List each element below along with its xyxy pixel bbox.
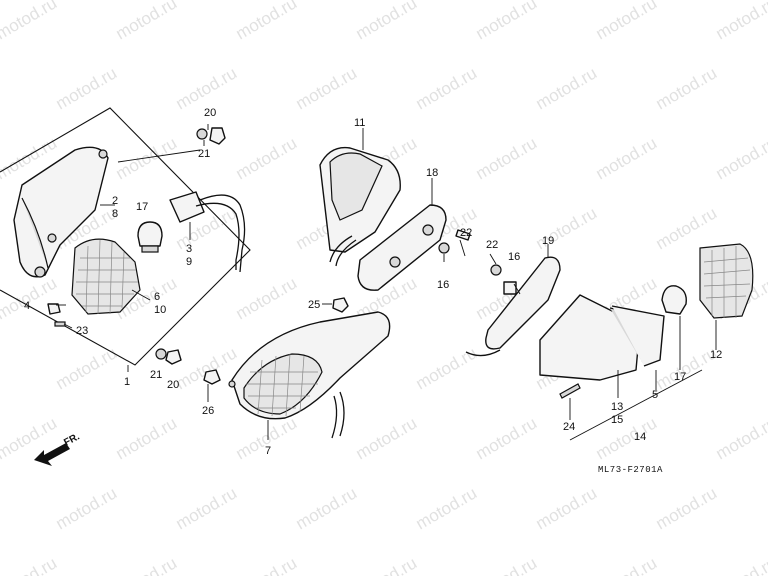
- front-left-signal-housing: [13, 146, 109, 278]
- rear-left-fasteners: [438, 229, 517, 295]
- watermark-text-83: motod.ru: [173, 483, 241, 533]
- watermark-text-30: motod.ru: [293, 63, 361, 113]
- callout-4: 4: [24, 300, 30, 312]
- watermark-text-96: motod.ru: [593, 553, 661, 576]
- watermark-text-32: motod.ru: [533, 63, 601, 113]
- watermark-text-77: motod.ru: [473, 413, 541, 463]
- callout-24: 24: [563, 421, 575, 433]
- callout-20b: 20: [167, 379, 179, 391]
- watermark-text-51: motod.ru: [653, 203, 721, 253]
- watermark-text-33: motod.ru: [653, 63, 721, 113]
- callout-11: 11: [354, 117, 365, 129]
- rear-right-screw-24: [559, 383, 581, 399]
- callout-16b: 16: [508, 251, 520, 263]
- watermark-text-22: motod.ru: [353, 0, 421, 43]
- callout-5: 5: [652, 389, 658, 401]
- assembly-1-frame: [0, 107, 251, 366]
- watermark-text-25: motod.ru: [713, 0, 768, 43]
- watermark-text-39: motod.ru: [233, 133, 301, 183]
- watermark-text-94: motod.ru: [353, 553, 421, 576]
- watermark-text-95: motod.ru: [473, 553, 541, 576]
- callout-18: 18: [426, 167, 438, 179]
- callout-7: 7: [265, 445, 271, 457]
- watermark-text-76: motod.ru: [353, 413, 421, 463]
- watermark-text-29: motod.ru: [173, 63, 241, 113]
- callout-21a: 21: [198, 148, 210, 160]
- callout-22a: 22: [460, 227, 472, 239]
- watermark-text-57: motod.ru: [233, 273, 301, 323]
- watermark-text-42: motod.ru: [593, 133, 661, 183]
- front-arrow-label: FR.: [62, 431, 82, 448]
- rear-right-bulb-17: [661, 285, 687, 315]
- callout-26: 26: [202, 405, 214, 417]
- watermark-text-24: motod.ru: [593, 0, 661, 43]
- callout-14: 14: [634, 431, 646, 443]
- watermark-text-74: motod.ru: [113, 413, 181, 463]
- watermark-text-79: motod.ru: [713, 413, 768, 463]
- watermark-text-82: motod.ru: [53, 483, 121, 533]
- watermark-text-67: motod.ru: [413, 343, 481, 393]
- watermark-text-85: motod.ru: [413, 483, 481, 533]
- callout-21b: 21: [150, 369, 162, 381]
- leader-lines: [56, 124, 717, 441]
- diagram-code: ML73-F2701A: [598, 465, 663, 475]
- callout-23: 23: [76, 325, 88, 337]
- watermark-text-19: motod.ru: [0, 0, 60, 43]
- watermark-text-28: motod.ru: [53, 63, 121, 113]
- watermark-text-21: motod.ru: [233, 0, 301, 43]
- callout-1: 1: [124, 376, 130, 388]
- callout-19: 19: [542, 235, 554, 247]
- left-fasteners: [47, 127, 226, 365]
- nut-26: [203, 369, 221, 385]
- callout-25: 25: [308, 299, 320, 311]
- rear-right-signal-housing: [539, 294, 665, 381]
- watermark-text-91: motod.ru: [0, 553, 60, 576]
- watermark-text-41: motod.ru: [473, 133, 541, 183]
- watermark-text-86: motod.ru: [533, 483, 601, 533]
- callout-12: 12: [710, 349, 722, 361]
- watermark-text-43: motod.ru: [713, 133, 768, 183]
- watermark-text-38: motod.ru: [113, 133, 181, 183]
- watermark-text-20: motod.ru: [113, 0, 181, 43]
- front-left-socket: [169, 191, 246, 273]
- callout-17b: 17: [674, 371, 686, 383]
- callout-22b: 22: [486, 239, 498, 251]
- watermark-text-23: motod.ru: [473, 0, 541, 43]
- callout-16a: 16: [437, 279, 449, 291]
- rear-right-mount-bracket: [465, 256, 561, 357]
- front-left-signal-lens: [71, 238, 141, 315]
- watermark-text-84: motod.ru: [293, 483, 361, 533]
- watermark-text-55: motod.ru: [0, 273, 60, 323]
- watermark-text-78: motod.ru: [593, 413, 661, 463]
- watermark-text-97: motod.ru: [713, 553, 768, 576]
- watermark-text-31: motod.ru: [413, 63, 481, 113]
- watermark-text-93: motod.ru: [233, 553, 301, 576]
- rear-left-mount-bracket: [357, 204, 447, 291]
- callout-17a: 17: [136, 201, 148, 213]
- watermark-text-92: motod.ru: [113, 553, 181, 576]
- front-right-signal-assembly: [228, 311, 391, 439]
- rear-left-signal-housing: [319, 146, 401, 267]
- rear-right-lens-12: [699, 243, 754, 319]
- nut-25: [332, 297, 349, 313]
- watermark-text-87: motod.ru: [653, 483, 721, 533]
- callout-20a: 20: [204, 107, 216, 119]
- front-left-bulb: [137, 221, 163, 253]
